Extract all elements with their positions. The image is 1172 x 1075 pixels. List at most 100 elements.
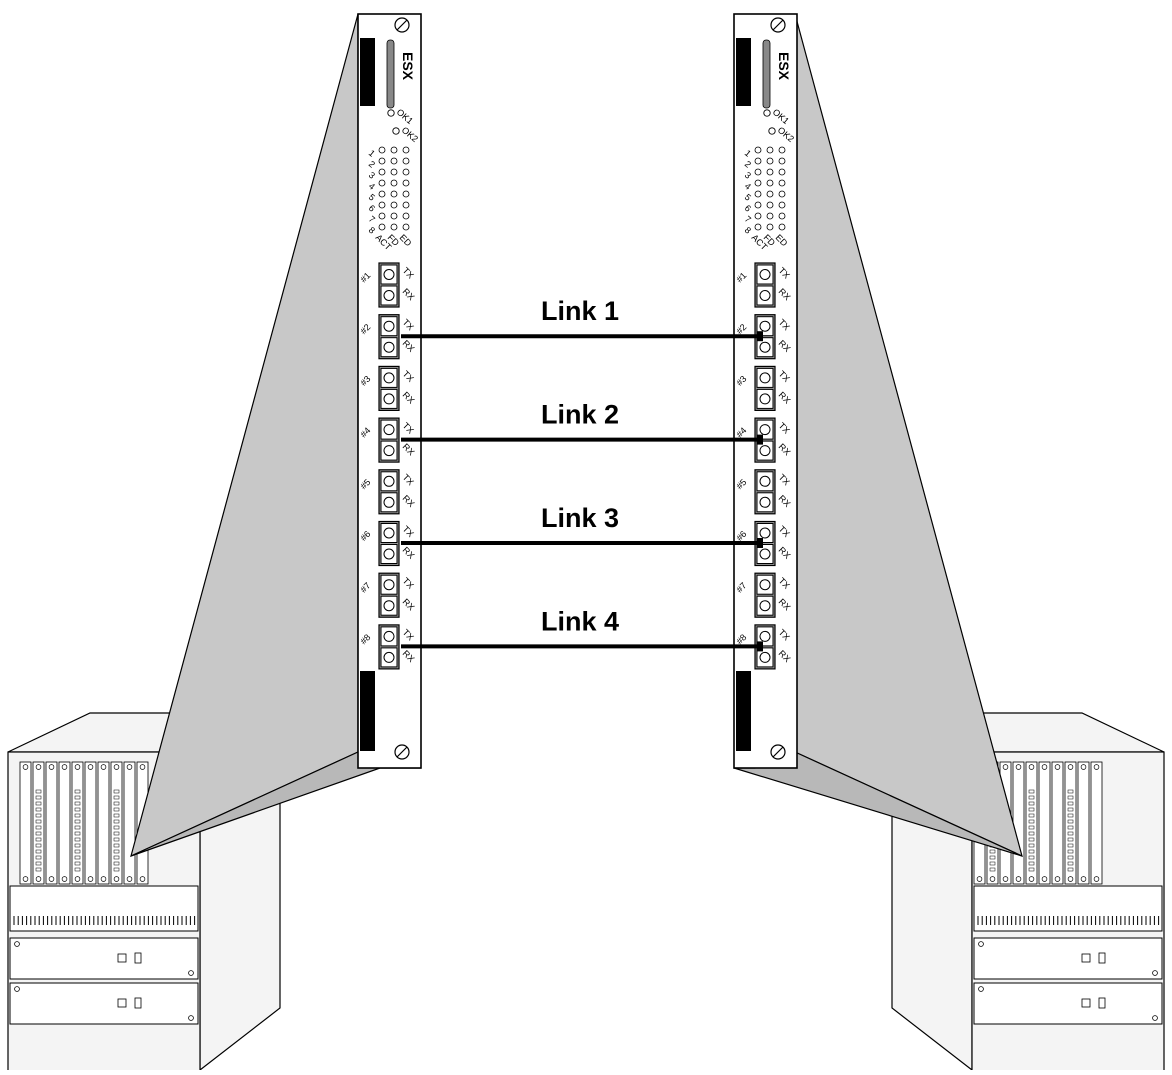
psu-outlet-icon: [1082, 999, 1090, 1007]
slot-screw-icon: [88, 765, 93, 770]
slot-port-icon: [75, 850, 80, 853]
psu-switch-icon: [135, 953, 141, 963]
psu-switch-icon: [1099, 953, 1105, 963]
fiber-socket-icon: [760, 425, 770, 435]
slot-port-icon: [114, 832, 119, 835]
port-led-icon: [391, 191, 397, 197]
slot-port-icon: [990, 862, 995, 865]
slot-port-icon: [75, 868, 80, 871]
wedge-right-upper: [795, 14, 1022, 856]
card-handle: [387, 40, 394, 108]
fiber-socket-icon: [760, 549, 770, 559]
fiber-socket-icon: [384, 580, 394, 590]
slot-screw-icon: [1081, 765, 1086, 770]
slot-screw-icon: [1068, 765, 1073, 770]
fiber-socket-icon: [760, 373, 770, 383]
chassis-module-slot: [59, 762, 70, 884]
port-led-icon: [379, 180, 385, 186]
psu-outlet-icon: [118, 999, 126, 1007]
chassis-module-slot: [20, 762, 31, 884]
slot-port-icon: [1029, 856, 1034, 859]
slot-port-icon: [36, 838, 41, 841]
port-led-icon: [403, 224, 409, 230]
psu-outlet-icon: [1082, 954, 1090, 962]
slot-port-icon: [114, 862, 119, 865]
chassis-module-slot: [85, 762, 96, 884]
slot-screw-icon: [62, 877, 67, 882]
port-led-icon: [379, 191, 385, 197]
fiber-socket-icon: [384, 528, 394, 538]
link-connector-end: [757, 538, 763, 548]
slot-screw-icon: [36, 877, 41, 882]
slot-port-icon: [1029, 862, 1034, 865]
slot-port-icon: [114, 808, 119, 811]
slot-screw-icon: [101, 877, 106, 882]
psu-switch-icon: [1099, 998, 1105, 1008]
slot-port-icon: [1029, 826, 1034, 829]
slot-screw-icon: [49, 877, 54, 882]
psu-screw-icon: [189, 971, 194, 976]
slot-port-icon: [990, 868, 995, 871]
slot-screw-icon: [1094, 877, 1099, 882]
wedge-left-upper: [131, 14, 358, 856]
slot-port-icon: [75, 802, 80, 805]
port-led-icon: [379, 202, 385, 208]
slot-port-icon: [75, 814, 80, 817]
slot-port-icon: [36, 862, 41, 865]
slot-screw-icon: [1016, 765, 1021, 770]
slot-port-icon: [36, 814, 41, 817]
slot-screw-icon: [114, 765, 119, 770]
port-led-icon: [755, 180, 761, 186]
fiber-socket-icon: [384, 601, 394, 611]
slot-port-icon: [1068, 850, 1073, 853]
slot-screw-icon: [114, 877, 119, 882]
slot-port-icon: [1029, 850, 1034, 853]
slot-port-icon: [1068, 826, 1073, 829]
port-led-icon: [779, 224, 785, 230]
fiber-socket-icon: [760, 476, 770, 486]
slot-port-icon: [1029, 838, 1034, 841]
ejector-tab-top: [736, 38, 751, 106]
card-handle: [763, 40, 770, 108]
slot-port-icon: [1068, 802, 1073, 805]
link-label: Link 4: [541, 606, 619, 636]
ejector-tab-bottom: [736, 671, 751, 751]
port-led-icon: [379, 224, 385, 230]
port-led-icon: [379, 213, 385, 219]
slot-port-icon: [36, 868, 41, 871]
port-led-icon: [391, 169, 397, 175]
chassis-module-slot: [1039, 762, 1050, 884]
slot-port-icon: [75, 862, 80, 865]
port-led-icon: [779, 202, 785, 208]
slot-port-icon: [1029, 820, 1034, 823]
link-connector-end: [757, 435, 763, 445]
fiber-socket-icon: [384, 476, 394, 486]
fiber-socket-icon: [384, 291, 394, 301]
slot-port-icon: [1068, 796, 1073, 799]
psu-outlet-icon: [118, 954, 126, 962]
status-led-icon: [388, 110, 394, 116]
card-brand-label: ESX: [776, 52, 792, 81]
slot-screw-icon: [23, 877, 28, 882]
slot-port-icon: [114, 850, 119, 853]
slot-port-icon: [990, 850, 995, 853]
fiber-socket-icon: [384, 652, 394, 662]
status-led-icon: [764, 110, 770, 116]
port-led-icon: [755, 224, 761, 230]
fiber-socket-icon: [384, 270, 394, 280]
port-led-icon: [755, 169, 761, 175]
port-led-icon: [755, 213, 761, 219]
slot-screw-icon: [1055, 765, 1060, 770]
port-led-icon: [779, 147, 785, 153]
slot-screw-icon: [88, 877, 93, 882]
slot-screw-icon: [127, 877, 132, 882]
slot-screw-icon: [75, 765, 80, 770]
port-led-icon: [767, 147, 773, 153]
port-led-icon: [779, 158, 785, 164]
port-led-icon: [379, 158, 385, 164]
fiber-socket-icon: [760, 291, 770, 301]
slot-port-icon: [75, 856, 80, 859]
port-led-icon: [403, 191, 409, 197]
slot-screw-icon: [101, 765, 106, 770]
